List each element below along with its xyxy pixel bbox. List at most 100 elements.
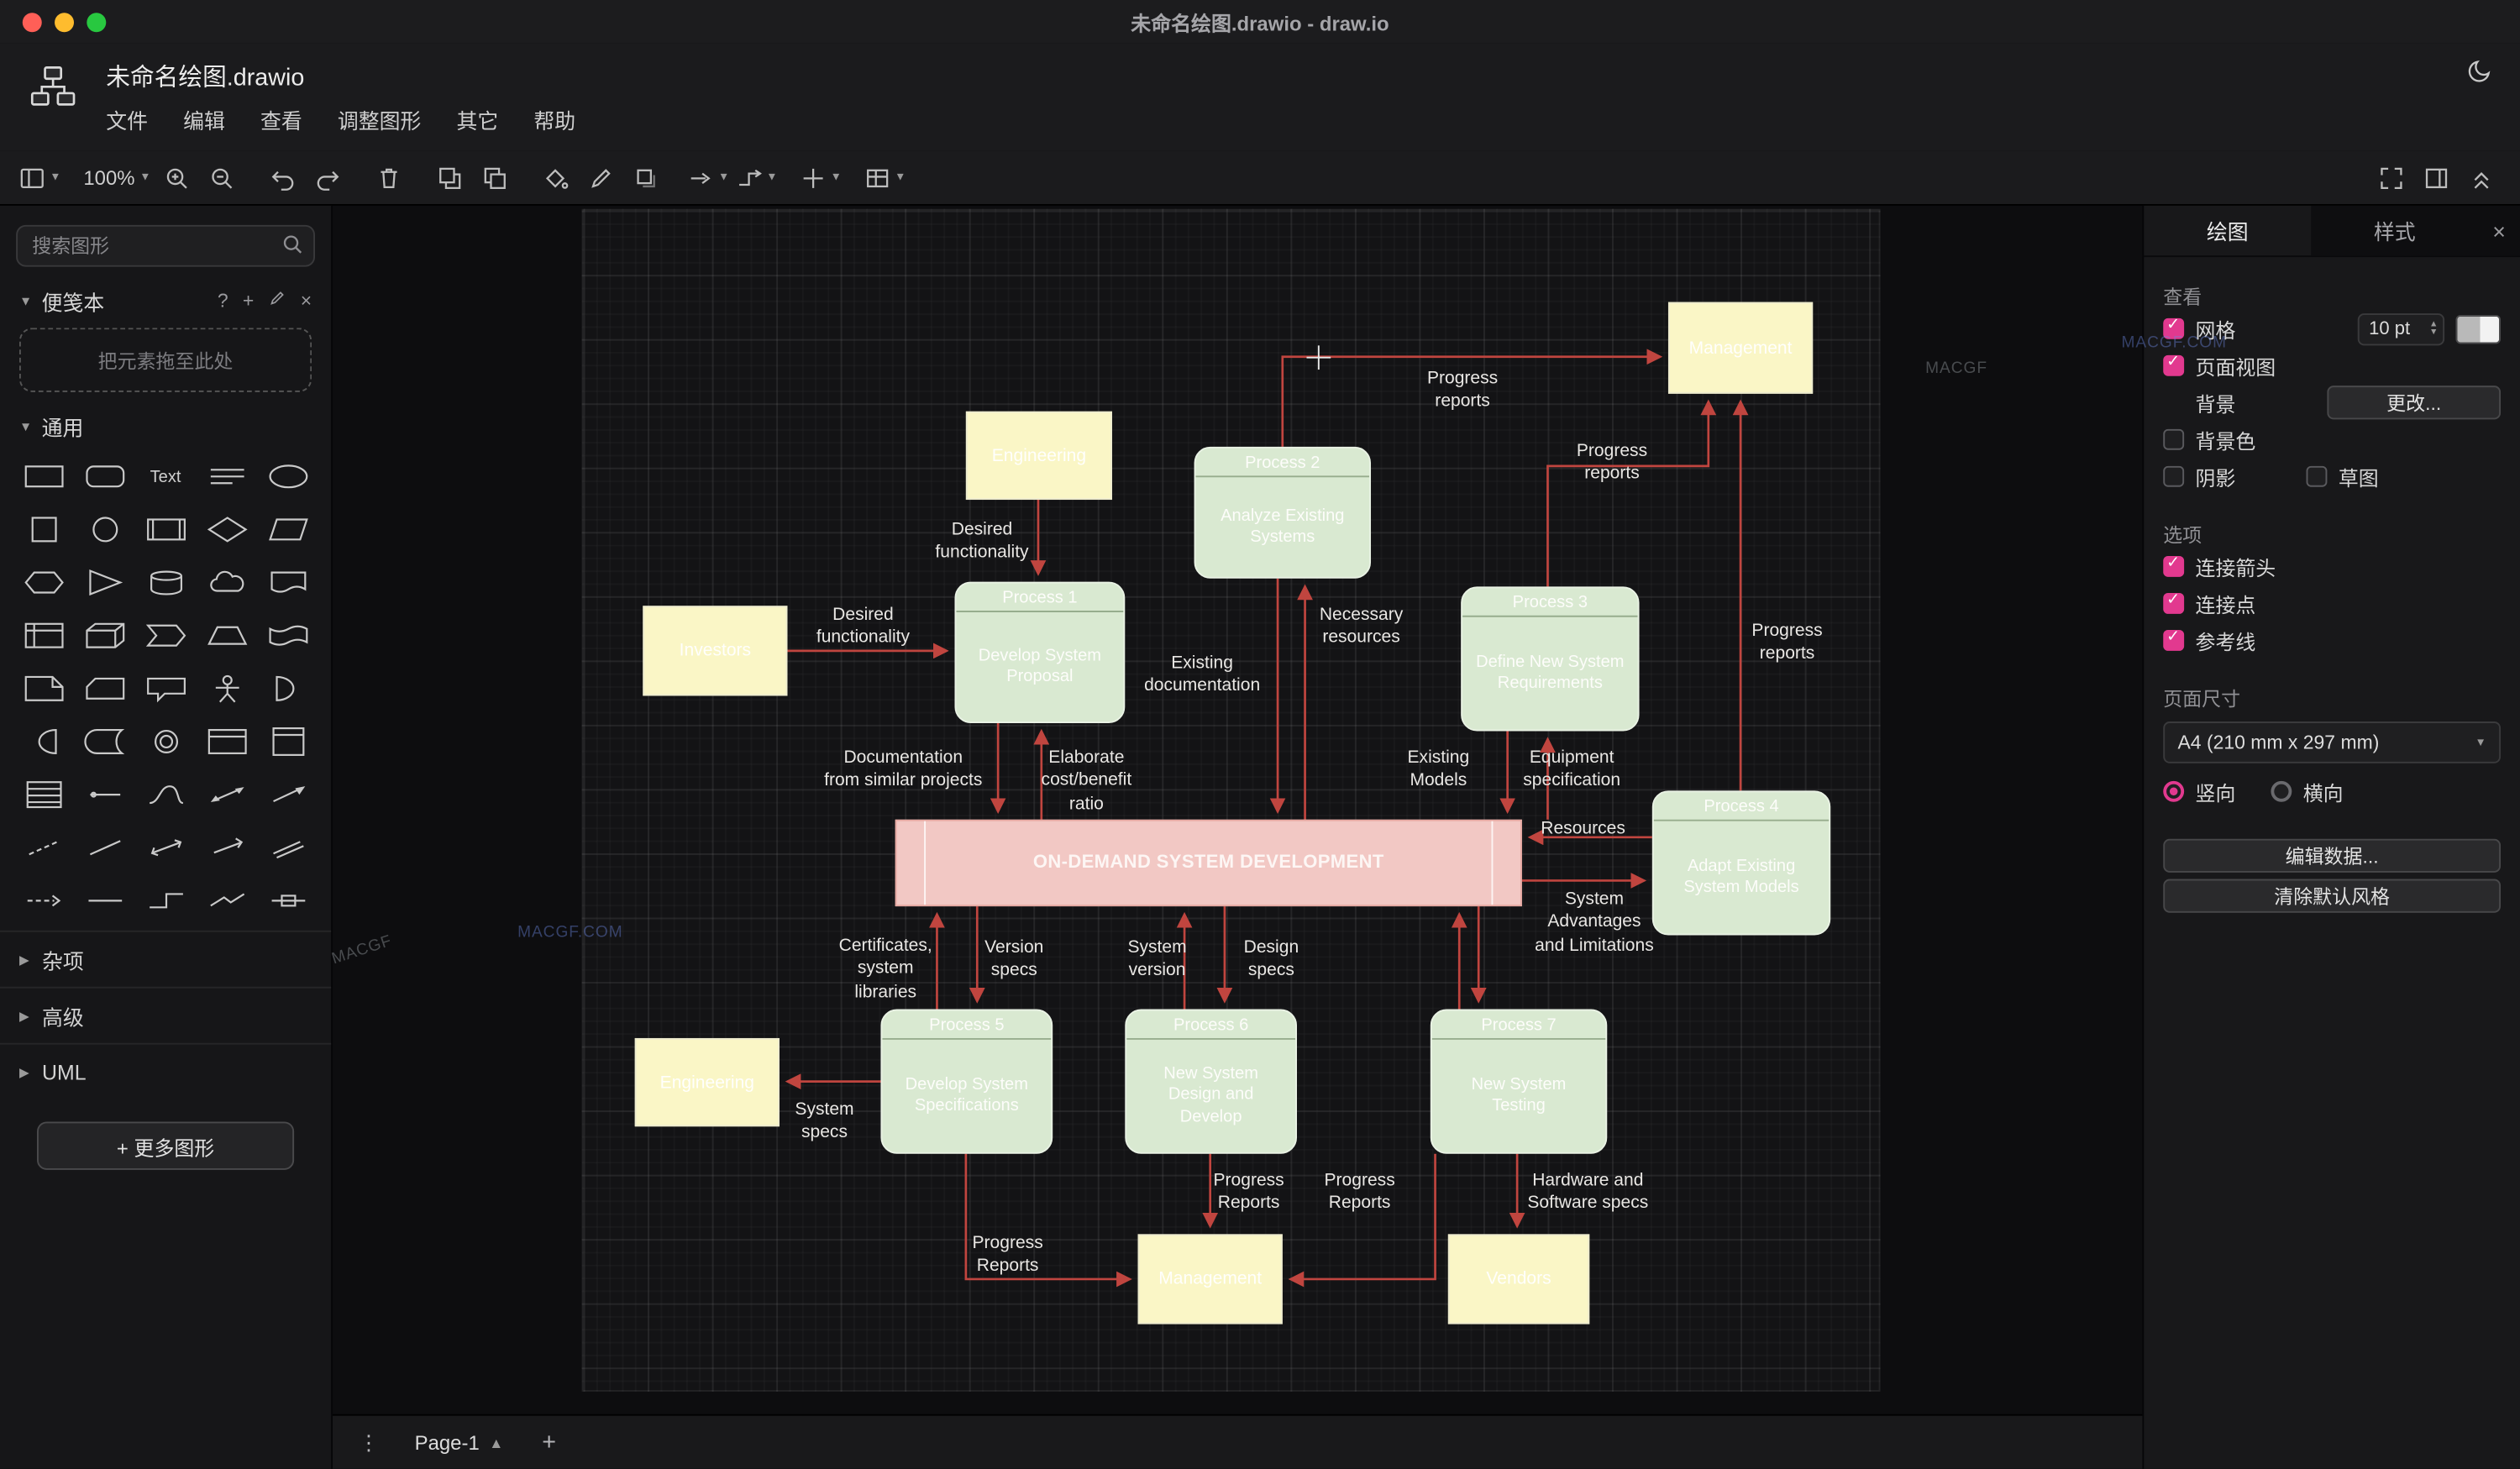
edge-label-7[interactable]: Documentation from similar projects bbox=[824, 748, 983, 791]
shape-circle[interactable] bbox=[74, 503, 135, 556]
edge-label-13[interactable]: Certificates, system libraries bbox=[838, 936, 932, 1002]
menu-arrange[interactable]: 调整图形 bbox=[337, 109, 422, 134]
menu-file[interactable]: 文件 bbox=[106, 109, 149, 134]
edge-label-1[interactable]: Progress reports bbox=[1576, 441, 1648, 484]
scratchpad-add-icon[interactable]: + bbox=[242, 289, 255, 312]
edit-data-button[interactable]: 编辑数据... bbox=[2163, 838, 2502, 873]
diagram-node-engineering-top[interactable]: Engineering bbox=[965, 411, 1112, 501]
zoom-out-button[interactable] bbox=[202, 158, 241, 197]
edge-label-0[interactable]: Progress reports bbox=[1426, 369, 1499, 412]
minimize-window-button[interactable] bbox=[55, 12, 75, 32]
shape-horizontal-elbow[interactable] bbox=[135, 874, 197, 927]
shape-step[interactable] bbox=[135, 609, 197, 662]
edge-label-18[interactable]: Progress Reports bbox=[1213, 1171, 1284, 1214]
grid-color-swatch[interactable] bbox=[2455, 314, 2502, 344]
shape-note[interactable] bbox=[13, 662, 74, 715]
shape-document[interactable] bbox=[257, 556, 318, 609]
shape-or[interactable] bbox=[257, 662, 318, 715]
edge-label-21[interactable]: Progress Reports bbox=[972, 1233, 1043, 1277]
shape-curve[interactable] bbox=[135, 769, 197, 821]
portrait-radio[interactable] bbox=[2163, 780, 2185, 802]
page-size-select[interactable]: A4 (210 mm x 297 mm) ▼ bbox=[2163, 721, 2502, 763]
shape-link[interactable] bbox=[257, 821, 318, 874]
stepper-icons[interactable]: ▲▼ bbox=[2428, 318, 2439, 337]
shape-cube[interactable] bbox=[74, 609, 135, 662]
undo-button[interactable] bbox=[264, 158, 302, 197]
shape-rounded-rectangle[interactable] bbox=[74, 450, 135, 503]
edge-label-3[interactable]: Desired functionality bbox=[935, 520, 1029, 563]
shape-arrow[interactable] bbox=[257, 769, 318, 821]
edge-label-6[interactable]: Necessary resources bbox=[1319, 605, 1404, 648]
shape-data-storage[interactable] bbox=[74, 715, 135, 768]
edge-label-12[interactable]: System Advantages and Limitations bbox=[1535, 889, 1654, 955]
tab-style[interactable]: 样式 bbox=[2311, 205, 2479, 256]
more-shapes-button[interactable]: + 更多图形 bbox=[37, 1121, 295, 1170]
shape-horizontal-line[interactable] bbox=[74, 874, 135, 927]
shape-ellipse[interactable] bbox=[257, 450, 318, 503]
shape-internal-storage[interactable] bbox=[13, 609, 74, 662]
edge-label-9[interactable]: Existing Models bbox=[1407, 748, 1470, 791]
shadow-checkbox[interactable] bbox=[2163, 465, 2185, 487]
shape-list[interactable] bbox=[13, 769, 74, 821]
scratchpad-help-icon[interactable]: ? bbox=[217, 289, 228, 312]
edge-label-16[interactable]: Design specs bbox=[1243, 937, 1299, 981]
shape-line[interactable] bbox=[74, 821, 135, 874]
section-uml[interactable]: ▶ UML bbox=[0, 1042, 332, 1099]
dark-mode-toggle-icon[interactable] bbox=[2462, 53, 2497, 88]
shape-isometric-edge[interactable] bbox=[196, 874, 257, 927]
to-back-button[interactable] bbox=[475, 158, 514, 197]
edge-label-17[interactable]: System specs bbox=[795, 1100, 854, 1143]
scratchpad-header[interactable]: ▼ 便笺本 ? + × bbox=[0, 280, 331, 322]
shape-dashed-line[interactable] bbox=[13, 821, 74, 874]
section-general[interactable]: ▼ 通用 bbox=[0, 405, 331, 447]
shape-triangle[interactable] bbox=[74, 556, 135, 609]
shape-trapezoid[interactable] bbox=[196, 609, 257, 662]
shape-and[interactable] bbox=[13, 715, 74, 768]
diagram-node-investors[interactable]: Investors bbox=[643, 606, 788, 696]
fill-color-button[interactable] bbox=[537, 158, 575, 197]
clear-default-style-button[interactable]: 清除默认风格 bbox=[2163, 879, 2502, 913]
shape-tape[interactable] bbox=[257, 609, 318, 662]
delete-button[interactable] bbox=[370, 158, 408, 197]
shape-labeled-edge[interactable] bbox=[257, 874, 318, 927]
diagram-node-vendors[interactable]: Vendors bbox=[1447, 1234, 1590, 1325]
edge-label-4[interactable]: Desired functionality bbox=[816, 605, 911, 648]
edge-label-20[interactable]: Hardware and Software specs bbox=[1527, 1171, 1649, 1214]
page-tab[interactable]: Page-1 ▲ bbox=[398, 1421, 519, 1463]
add-page-button[interactable]: + bbox=[542, 1428, 556, 1456]
diagram-node-management-bottom[interactable]: Management bbox=[1137, 1234, 1283, 1325]
line-color-button[interactable] bbox=[581, 158, 620, 197]
change-background-button[interactable]: 更改... bbox=[2327, 386, 2502, 420]
shape-bidirectional-arrow[interactable] bbox=[196, 769, 257, 821]
shape-dashed-edge[interactable] bbox=[13, 874, 74, 927]
scratchpad-dropzone[interactable]: 把元素拖至此处 bbox=[18, 328, 312, 392]
landscape-radio[interactable] bbox=[2271, 780, 2292, 802]
fullscreen-button[interactable] bbox=[2372, 158, 2411, 197]
shape-actor[interactable] bbox=[196, 662, 257, 715]
zoom-in-button[interactable] bbox=[157, 158, 196, 197]
connection-points-checkbox[interactable] bbox=[2163, 591, 2185, 614]
connection-style-button[interactable]: ▼ bbox=[688, 158, 729, 197]
grid-size-input[interactable]: 10 pt ▲▼ bbox=[2357, 312, 2445, 345]
pages-menu-icon[interactable]: ⋮ bbox=[358, 1429, 380, 1454]
shape-rectangle[interactable] bbox=[13, 450, 74, 503]
collapse-button[interactable] bbox=[2462, 158, 2501, 197]
shape-bidirectional-connector[interactable] bbox=[135, 821, 197, 874]
edge-label-5[interactable]: Existing documentation bbox=[1144, 653, 1261, 696]
insert-button[interactable]: ▼ bbox=[803, 167, 842, 187]
guides-checkbox[interactable] bbox=[2163, 628, 2185, 651]
shape-ring[interactable] bbox=[135, 715, 197, 768]
edge-label-15[interactable]: System version bbox=[1127, 937, 1187, 981]
table-button[interactable]: ▼ bbox=[864, 158, 906, 197]
shape-square[interactable] bbox=[13, 503, 74, 556]
close-panel-icon[interactable]: × bbox=[2478, 205, 2520, 256]
shape-vertical-container[interactable] bbox=[257, 715, 318, 768]
menu-edit[interactable]: 编辑 bbox=[183, 109, 225, 134]
edge-label-14[interactable]: Version specs bbox=[984, 937, 1044, 981]
